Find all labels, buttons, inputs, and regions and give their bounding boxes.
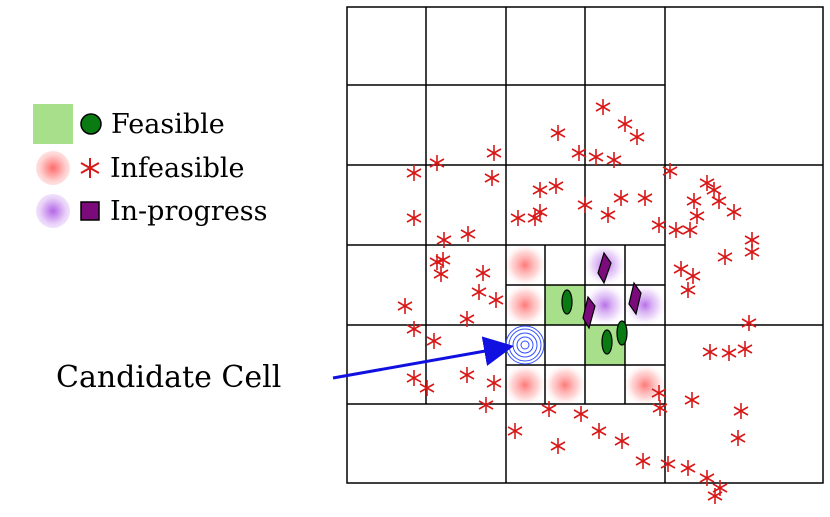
infeasible-asterisk	[733, 403, 749, 419]
infeasible-asterisk	[588, 149, 604, 165]
infeasible-asterisk	[635, 453, 651, 469]
infeasible-asterisk	[606, 152, 622, 168]
infeasible-asterisk	[613, 190, 629, 206]
infeasible-asterisk	[419, 380, 435, 396]
infeasible-asterisk	[651, 385, 667, 401]
infeasible-asterisk	[459, 367, 475, 383]
infeasible-asterisk	[510, 210, 526, 226]
infeasible-asterisk	[573, 406, 589, 422]
infeasible-asterisk	[532, 204, 548, 220]
infeasible-asterisk	[550, 438, 566, 454]
infeasible-asterisk	[737, 341, 753, 357]
legend-inprogress: In-progress	[36, 194, 268, 228]
infeasible-asterisk	[637, 190, 653, 206]
infeasible-asterisk	[730, 430, 746, 446]
infeasible-asterisk	[541, 401, 557, 417]
infeasible-asterisk	[459, 311, 475, 327]
infeasible-asterisk	[689, 208, 705, 224]
infeasible-asterisk	[651, 217, 667, 233]
infeasible-asterisk	[711, 193, 727, 209]
infeasible-asterisk	[699, 175, 715, 191]
infeasible-asterisk	[680, 460, 696, 476]
infeasible-asterisk	[484, 170, 500, 186]
infeasible-asterisk	[684, 392, 700, 408]
infeasible-asterisk	[571, 145, 587, 161]
infeasible-swatch	[36, 151, 70, 185]
infeasible-asterisk	[600, 207, 616, 223]
infeasible-asterisk	[507, 423, 523, 439]
infeasible-asterisk	[686, 193, 702, 209]
legend-feasible: Feasible	[33, 104, 225, 144]
infeasible-asterisk	[717, 249, 733, 265]
asterisk-icon	[80, 158, 100, 178]
infeasible-asterisk	[721, 345, 737, 361]
infeasible-asterisk	[471, 284, 487, 300]
infeasible-asterisk	[397, 298, 413, 314]
infeasible-asterisk	[406, 165, 422, 181]
infeasible-asterisk	[429, 155, 445, 171]
inprogress-swatch	[36, 194, 70, 228]
inprogress-markers	[582, 251, 642, 330]
infeasible-asterisk	[532, 182, 548, 198]
callout-arrow	[332, 336, 514, 380]
infeasible-asterisk	[488, 292, 504, 308]
feasible-markers	[561, 289, 628, 355]
infeasible-asterisk	[699, 470, 715, 486]
infeasible-asterisk	[662, 163, 678, 179]
legend-inprogress-label: In-progress	[110, 195, 268, 227]
infeasible-asterisk	[460, 226, 476, 242]
infeasible-asterisk	[680, 282, 696, 298]
infeasible-asterisk	[707, 488, 723, 504]
candidate-spiral	[505, 325, 545, 365]
infeasible-asterisk	[486, 145, 502, 161]
square-icon	[80, 201, 100, 221]
infeasible-asterisk	[429, 254, 445, 270]
infeasible-asterisk	[436, 232, 452, 248]
infeasible-asterisk	[475, 265, 491, 281]
infeasible-asterisk	[433, 266, 449, 282]
infeasible-asterisk	[595, 99, 611, 115]
legend-feasible-label: Feasible	[111, 108, 225, 140]
feasible-symbol-icon	[80, 113, 102, 135]
infeasible-markers	[397, 99, 760, 504]
infeasible-asterisk	[652, 400, 668, 416]
infeasible-asterisk	[629, 129, 645, 145]
infeasible-asterisk	[685, 268, 701, 284]
infeasible-asterisk	[406, 210, 422, 226]
infeasible-asterisk	[550, 125, 566, 141]
infeasible-asterisk	[548, 178, 564, 194]
infeasible-asterisk	[706, 182, 722, 198]
infeasible-asterisk	[726, 204, 742, 220]
feasible-swatch	[33, 104, 73, 144]
infeasible-asterisk	[744, 244, 760, 260]
infeasible-asterisk	[577, 197, 593, 213]
infeasible-asterisk	[660, 456, 676, 472]
legend-infeasible-label: Infeasible	[110, 152, 245, 184]
infeasible-asterisk	[591, 423, 607, 439]
infeasible-asterisk	[478, 397, 494, 413]
infeasible-asterisk	[668, 222, 684, 238]
infeasible-asterisk	[426, 333, 442, 349]
infeasible-asterisk	[741, 315, 757, 331]
infeasible-asterisk	[702, 344, 718, 360]
infeasible-asterisk	[486, 375, 502, 391]
infeasible-blobs	[503, 243, 667, 407]
infeasible-asterisk	[406, 321, 422, 337]
candidate-cell-label: Candidate Cell	[56, 360, 282, 395]
legend-infeasible: Infeasible	[36, 151, 245, 185]
infeasible-asterisk	[617, 116, 633, 132]
infeasible-asterisk	[673, 261, 689, 277]
infeasible-asterisk	[406, 370, 422, 386]
infeasible-asterisk	[682, 222, 698, 238]
infeasible-asterisk	[614, 433, 630, 449]
